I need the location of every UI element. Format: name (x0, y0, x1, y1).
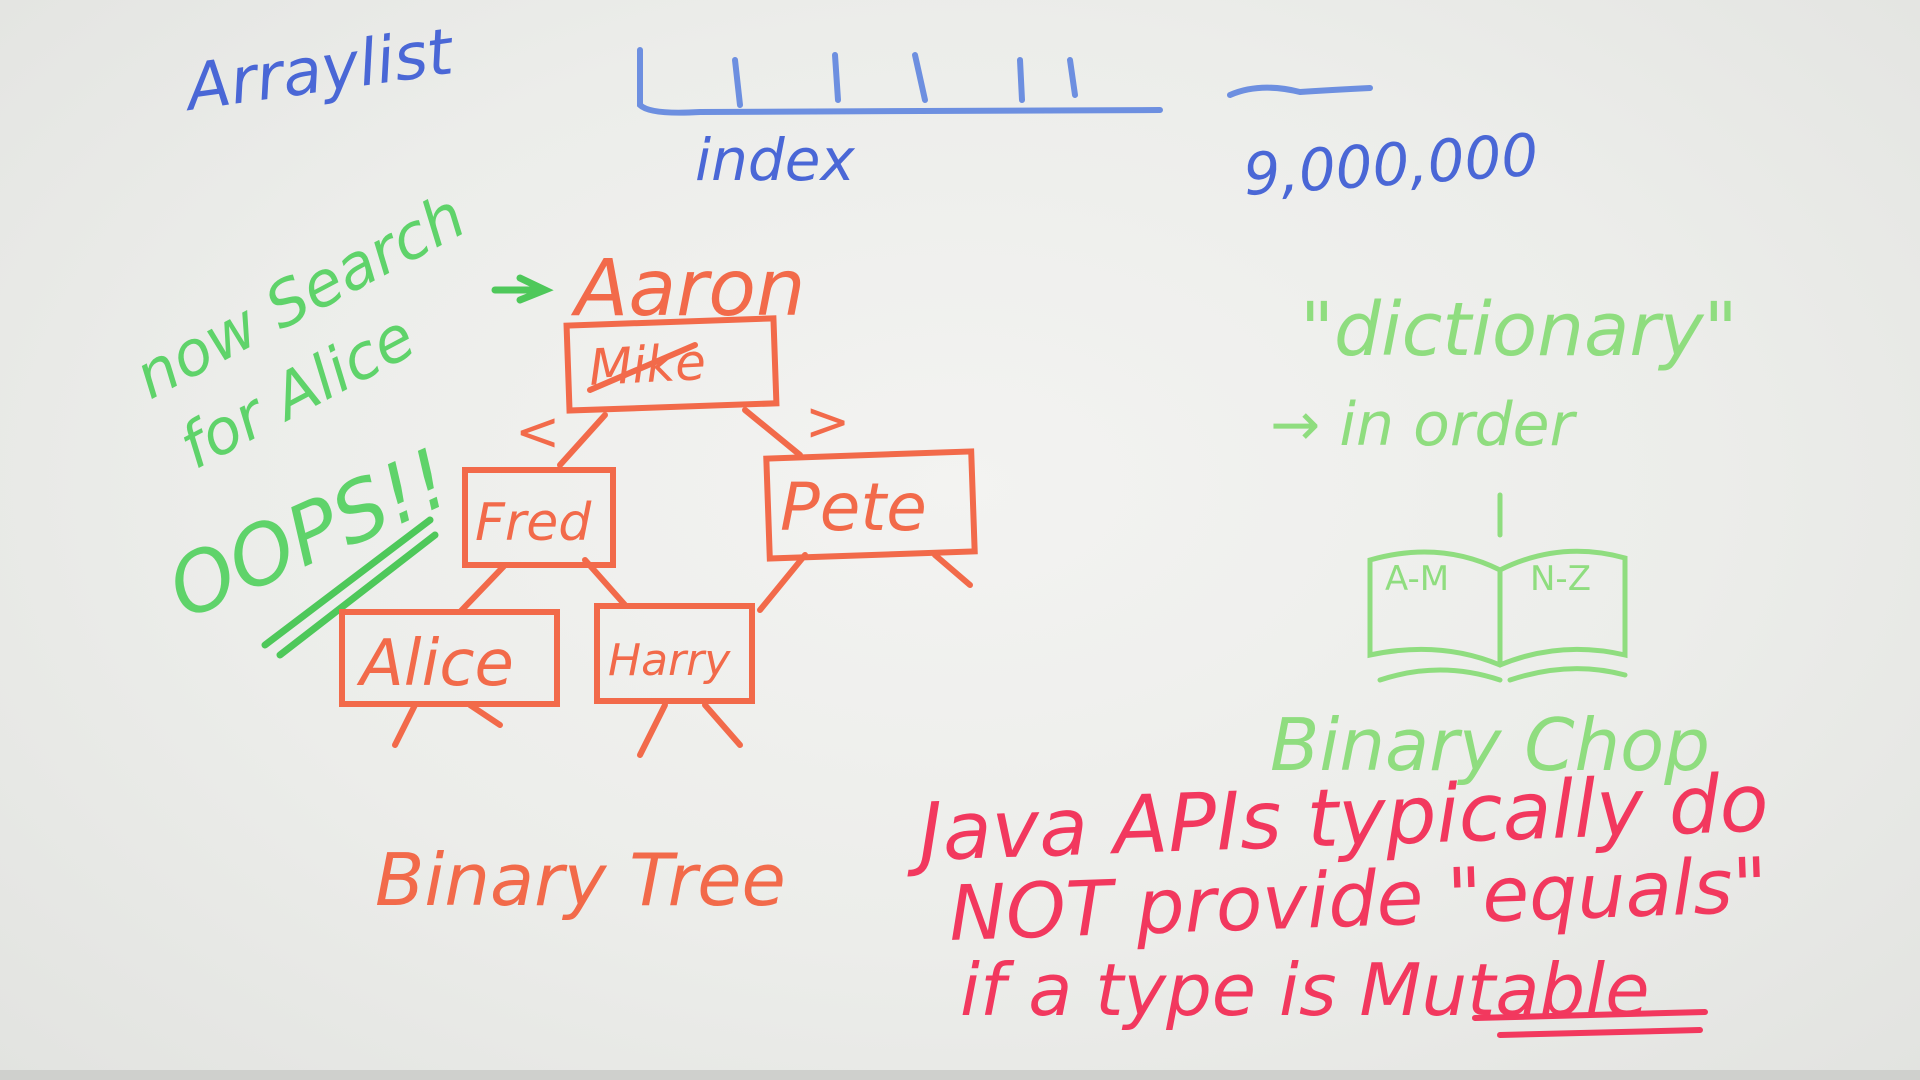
book-sketch (1367, 492, 1628, 683)
tree-leaf-harry: Harry (608, 635, 731, 686)
in-order-label: → in order (1270, 390, 1577, 460)
arraylist-label: Arraylist (178, 15, 460, 126)
node-box-pete (763, 448, 978, 562)
node-box-fred (462, 467, 616, 568)
node-box-harry (594, 603, 755, 704)
binary-tree-caption: Binary Tree (375, 838, 786, 922)
tree-node-fred: Fred (475, 493, 592, 553)
tree-edges (339, 315, 978, 758)
less-than-sign: < (515, 400, 560, 463)
tree-leaf-alice: Alice (356, 627, 514, 701)
node-box-mike (563, 315, 780, 414)
board-bottom-edge (0, 1070, 1920, 1080)
array-sketch (637, 47, 1373, 116)
book-page-left: A-M (1385, 559, 1449, 599)
tree-node-pete: Pete (780, 469, 927, 546)
mutable-underline (1472, 1009, 1708, 1038)
java-line-3: if a type is Mutable (960, 948, 1649, 1032)
binary-chop-label: Binary Chop (1270, 703, 1710, 787)
tree-node-mike: Mike (588, 333, 708, 397)
book-page-right: N-Z (1530, 559, 1591, 599)
index-label: index (695, 126, 855, 194)
arrow-to-aaron (491, 274, 554, 304)
node-box-alice (339, 609, 560, 707)
nine-million-label: 9,000,000 (1241, 121, 1540, 209)
greater-than-sign: > (805, 390, 850, 453)
dictionary-label: "dictionary" (1300, 287, 1738, 373)
oops-underline (261, 516, 439, 659)
